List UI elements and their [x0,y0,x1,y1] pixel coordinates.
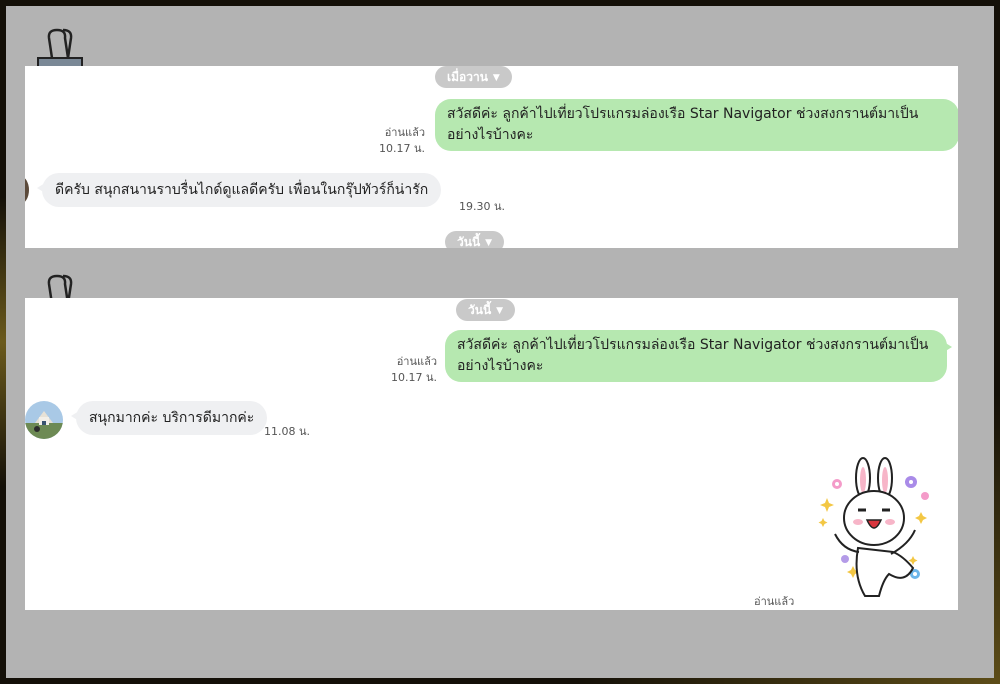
message-time: 10.17 น. [378,142,425,155]
caret-down-icon: ▼ [485,238,493,248]
message-text-line: สวัสดีค่ะ ลูกค้าไปเที่ยวโปรแกรมล่องเรือ … [447,106,919,122]
caret-down-icon: ▼ [496,306,504,316]
date-separator[interactable]: วันนี้ ▼ [445,231,505,248]
message-text: สนุกมากค่ะ บริการดีมากค่ะ [89,410,255,426]
date-label: วันนี้ [468,303,492,317]
message-text-line: อย่างไรบ้างคะ [457,358,544,374]
chat-screenshot-1: เมื่อวาน ▼ อ่านแล้ว 10.17 น. สวัสดีค่ะ ลู… [25,66,958,248]
read-receipt: อ่านแล้ว [754,595,795,608]
message-time: 10.17 น. [390,371,437,384]
message-meta: อ่านแล้ว 10.17 น. [377,354,437,386]
date-separator[interactable]: วันนี้ ▼ [456,299,516,321]
message-time: 11.08 น. [264,425,311,438]
avatar[interactable] [25,176,29,204]
message-text: ดีครับ สนุกสนานราบรื่นไกด์ดูแลดีครับ เพื… [55,182,429,198]
message-meta: อ่านแล้ว 10.17 น. [365,125,425,157]
incoming-message-bubble[interactable]: ดีครับ สนุกสนานราบรื่นไกด์ดูแลดีครับ เพื… [36,173,442,207]
message-text-line: อย่างไรบ้างคะ [447,127,534,143]
chat-screenshot-2: วันนี้ ▼ อ่านแล้ว 10.17 น. สวัสดีค่ะ ลูกค… [25,298,958,610]
date-separator[interactable]: เมื่อวาน ▼ [435,66,512,88]
read-receipt: อ่านแล้ว [396,355,437,368]
avatar[interactable] [25,401,63,439]
read-receipt: อ่านแล้ว [384,126,425,139]
incoming-message-bubble[interactable]: สนุกมากค่ะ บริการดีมากค่ะ [70,401,268,435]
message-time: 19.30 น. [459,200,506,213]
outgoing-message-bubble[interactable]: สวัสดีค่ะ ลูกค้าไปเที่ยวโปรแกรมล่องเรือ … [445,330,952,382]
date-label: วันนี้ [457,235,481,248]
date-label: เมื่อวาน [447,70,488,84]
message-text-line: สวัสดีค่ะ ลูกค้าไปเที่ยวโปรแกรมล่องเรือ … [457,337,929,353]
bunny-sticker-icon[interactable] [813,456,938,606]
outgoing-message-bubble[interactable]: สวัสดีค่ะ ลูกค้าไปเที่ยวโปรแกรมล่องเรือ … [435,99,958,151]
caret-down-icon: ▼ [492,73,500,83]
